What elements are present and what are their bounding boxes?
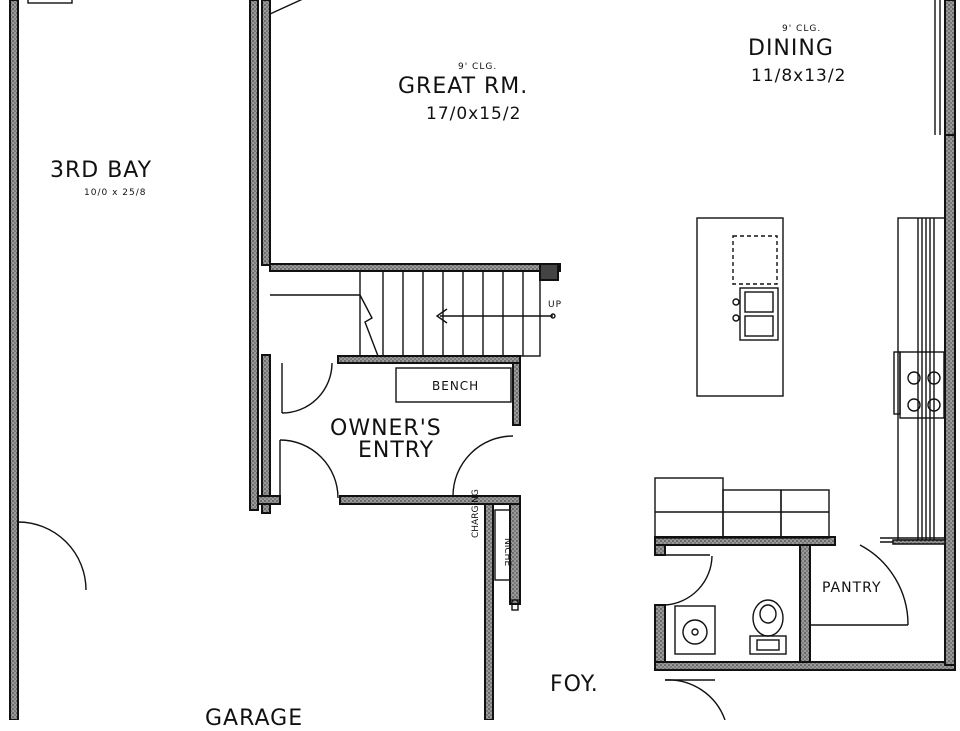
great-room-dims: 17/0x15/2 xyxy=(426,104,522,124)
pantry-label: PANTRY xyxy=(822,580,882,596)
third-bay-name: 3RD BAY xyxy=(50,158,153,183)
owners-entry-line1: OWNER'S xyxy=(330,416,442,441)
stair-up-label: UP xyxy=(548,300,563,310)
bench-label: BENCH xyxy=(432,379,480,393)
wall-fills xyxy=(892,539,946,545)
third-bay-dims: 10/0 x 25/8 xyxy=(84,188,147,198)
garage-label: GARAGE xyxy=(205,706,304,731)
charging-niche-line2: NICHE xyxy=(502,538,512,567)
dining-ceiling: 9' CLG. xyxy=(782,24,822,34)
dining-name: DINING xyxy=(748,36,834,61)
foyer-label: FOY. xyxy=(550,672,599,697)
great-room-ceiling: 9' CLG. xyxy=(458,62,498,72)
fixtures xyxy=(9,0,946,720)
dining-dims: 11/8x13/2 xyxy=(751,66,847,86)
charging-niche-line1: CHARGING xyxy=(471,489,481,538)
great-room-name: GREAT RM. xyxy=(398,74,529,99)
owners-entry-line2: ENTRY xyxy=(358,438,435,463)
